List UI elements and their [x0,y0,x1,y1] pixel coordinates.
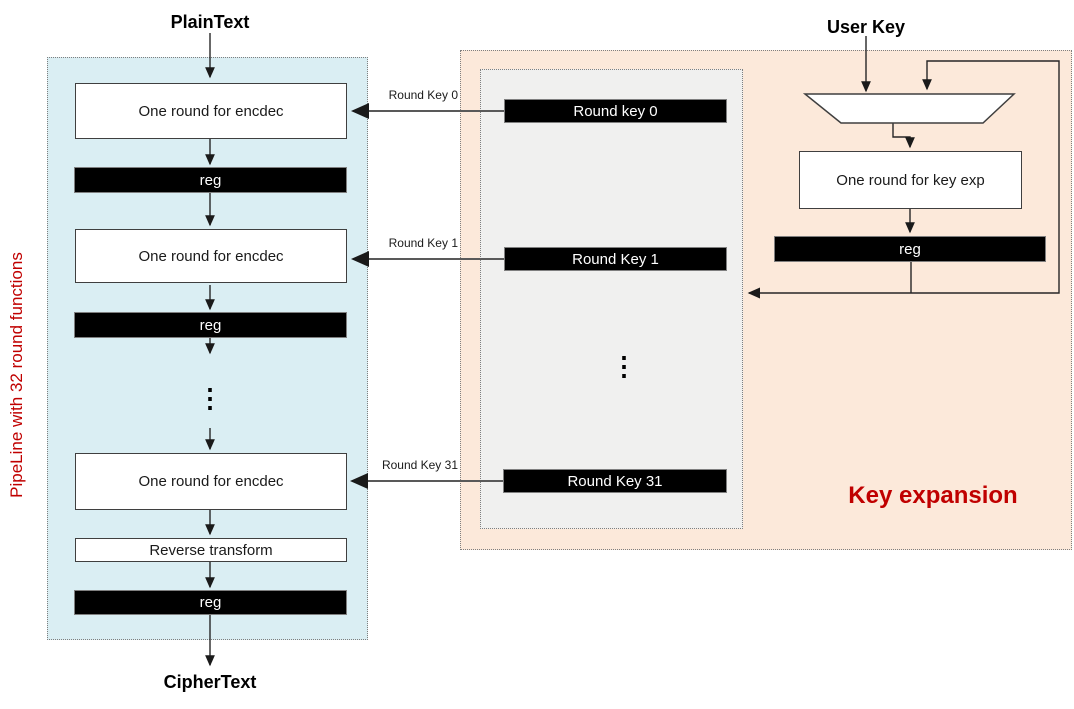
round-key-store-region [480,69,743,529]
round-key-store-ellipsis: ⋮ [611,351,637,381]
pipeline-region-label: PipeLine with 32 round functions [7,252,26,498]
round-key-bar-1: Round Key 1 [504,247,727,271]
user-key-label: User Key [826,16,906,37]
connector-label-round-key-0: Round Key 0 [388,88,458,102]
round-encdec-box-1: One round for encdec [75,83,347,139]
pipeline-reg-3: reg [74,590,347,615]
ciphertext-label: CipherText [163,671,257,692]
round-keyexp-box: One round for key exp [799,151,1022,209]
plaintext-label: PlainText [170,11,250,32]
round-key-bar-0: Round key 0 [504,99,727,123]
pipeline-reg-1: reg [74,167,347,193]
key-expansion-region-label: Key expansion [848,482,1018,509]
round-encdec-box-3: One round for encdec [75,453,347,510]
pipeline-reg-2: reg [74,312,347,338]
round-key-connectors [350,103,504,489]
mux-trapezoid-icon [802,93,1016,124]
round-key-bar-31: Round Key 31 [503,469,727,493]
connector-label-round-key-1: Round Key 1 [388,236,458,250]
keyexp-reg: reg [774,236,1046,262]
pipeline-ellipsis: ⋮ [197,383,223,413]
round-encdec-box-2: One round for encdec [75,229,347,283]
connector-label-round-key-31: Round Key 31 [381,458,458,472]
key-expansion-wires [747,36,1060,299]
reverse-transform-box: Reverse transform [75,538,347,562]
